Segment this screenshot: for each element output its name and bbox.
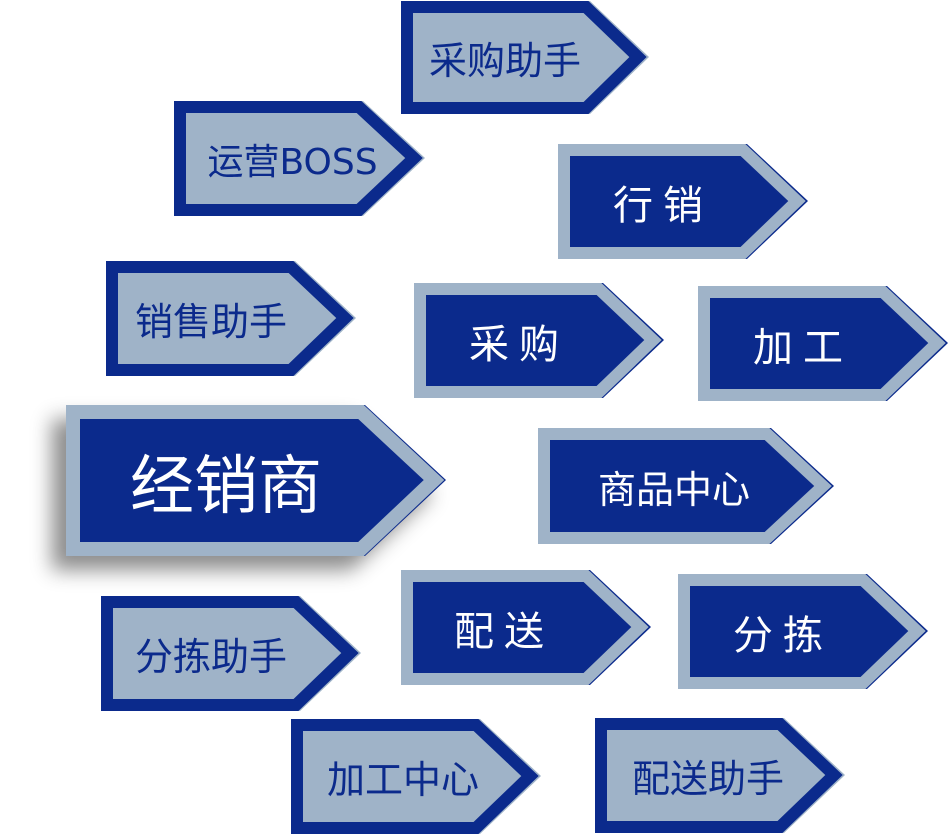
- node-label: 行销: [613, 182, 713, 229]
- node-label: 商品中心: [597, 467, 750, 512]
- node-jiagong-zhongxin: 加工中心: [290, 718, 542, 835]
- arrow-tag-shape: [401, 1, 649, 114]
- node-label: 配送助手: [631, 757, 784, 801]
- arrow-tag-shape: [558, 144, 808, 259]
- node-label: 加工: [753, 324, 853, 371]
- node-label: 分拣: [733, 612, 833, 659]
- node-xiaoshou-zhushou: 销售助手: [105, 260, 357, 377]
- node-peisong-zhushou: 配送助手: [594, 717, 846, 834]
- node-label: 运营BOSS: [207, 141, 378, 183]
- node-peisong: 配送: [400, 569, 652, 686]
- node-xingxiao: 行销: [557, 143, 809, 260]
- node-yunying-boss: 运营BOSS: [173, 100, 426, 217]
- node-fenjian: 分拣: [677, 573, 929, 690]
- node-jiagong: 加工: [697, 285, 949, 402]
- node-caigou: 采购: [413, 282, 665, 399]
- arrow-tag-shape: [174, 101, 425, 216]
- center-node-label: 经销商: [130, 449, 322, 524]
- node-label: 销售助手: [134, 300, 287, 344]
- arrow-tag-shape: [678, 574, 928, 689]
- arrow-tag-shape: [101, 596, 361, 711]
- node-label: 分拣助手: [134, 635, 287, 679]
- arrow-tag-shape: [401, 570, 651, 685]
- node-shangpin-zhongxin: 商品中心: [537, 427, 835, 545]
- node-label: 配送: [454, 608, 554, 655]
- node-label: 采购助手: [428, 39, 581, 83]
- arrow-tag-shape: [538, 428, 834, 544]
- arrow-tag-shape: [414, 283, 664, 398]
- node-fenjian-zhushou: 分拣助手: [100, 595, 362, 712]
- arrow-tag-shape: [595, 718, 845, 833]
- node-label: 加工中心: [326, 758, 479, 802]
- node-label: 采购: [469, 321, 569, 368]
- arrow-tag-shape: [291, 719, 541, 834]
- node-jingxiaoshang-center: 经销商: [65, 404, 447, 557]
- arrow-tag-shape: [66, 405, 446, 556]
- arrow-tag-shape: [698, 286, 948, 401]
- node-caigou-zhushou: 采购助手: [400, 0, 650, 115]
- arrow-tag-shape: [106, 261, 356, 376]
